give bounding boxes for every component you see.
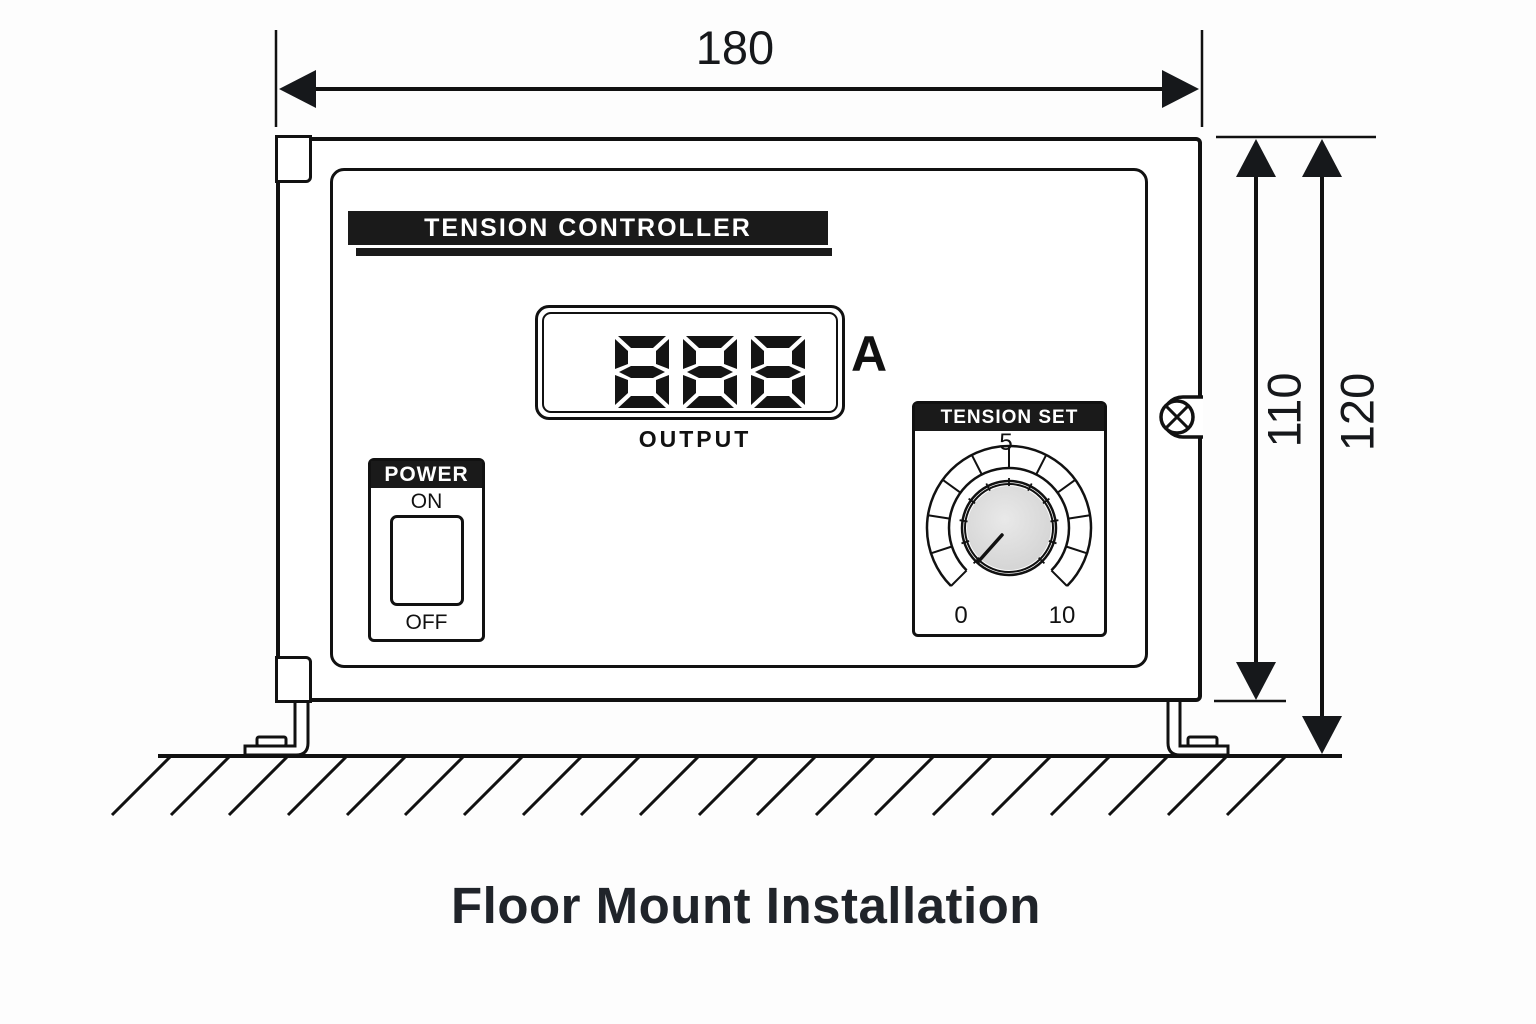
tension-set-panel: TENSION SET 5 0 10 [912,401,1107,637]
scale-min-label: 0 [954,602,968,629]
arrowhead-overall-top [1302,139,1342,177]
overall-height-dimension-value: 120 [1330,372,1384,452]
power-off-label: OFF [405,611,448,634]
nameplate-underline [356,248,832,256]
scale-max-label: 10 [1048,602,1076,629]
knob [967,486,1051,570]
output-display [535,305,845,420]
display-caption: OUTPUT [638,426,752,452]
seven-segment-digits [615,336,805,408]
tension-set-header: TENSION SET [915,404,1104,431]
bottom-hinge [275,656,312,703]
rocker-switch [389,515,464,606]
power-on-label: ON [410,490,443,513]
body-height-dimension-value: 110 [1257,372,1311,448]
knob-edge-ticks [959,478,1059,565]
digit-2 [751,336,805,408]
display-unit-label: A [851,326,888,382]
power-switch-panel: POWER ON OFF [368,458,485,642]
display-window [542,312,838,413]
arrowhead-width-left [279,70,316,108]
right-mount-bracket [1166,700,1230,757]
top-hinge [275,135,312,183]
knob-pointer [976,533,1004,564]
digit-1 [683,336,737,408]
digit-0 [615,336,669,408]
tension-dial [925,444,1093,587]
nameplate-label: TENSION CONTROLLER [348,211,828,245]
floor-hatching [110,755,1287,817]
arrowhead-overall-bottom [1302,716,1342,754]
diagram-caption: Floor Mount Installation [451,877,1041,934]
arrowhead-body-bottom [1236,662,1276,700]
arrowhead-body-top [1236,139,1276,177]
dial-scale-ticks [927,446,1091,587]
left-mount-bracket [243,700,310,757]
width-dimension-value: 180 [695,21,775,74]
scale-mid-label: 5 [999,429,1013,456]
right-mount-bolt [1186,735,1219,748]
left-mount-bolt [255,735,288,748]
power-header: POWER [371,461,482,488]
arrowhead-width-right [1162,70,1199,108]
